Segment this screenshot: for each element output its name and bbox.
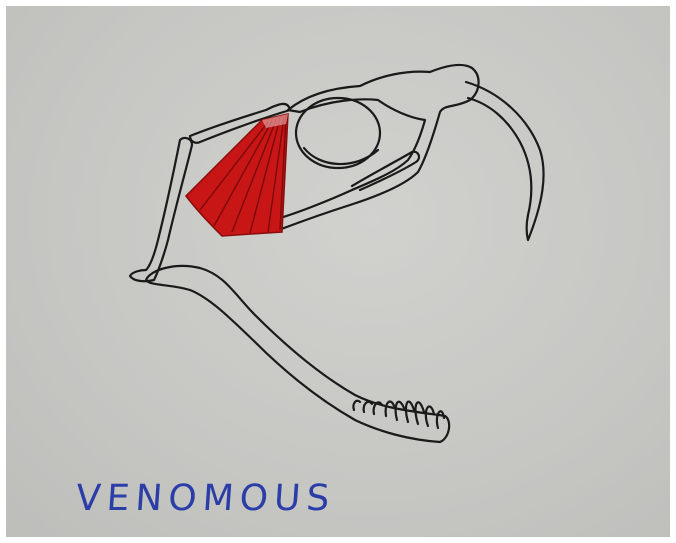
fang (466, 82, 544, 240)
quadrate-bone (130, 138, 192, 281)
diagram-label: VENOMOUS (75, 478, 337, 519)
lower-jaw (146, 266, 449, 442)
